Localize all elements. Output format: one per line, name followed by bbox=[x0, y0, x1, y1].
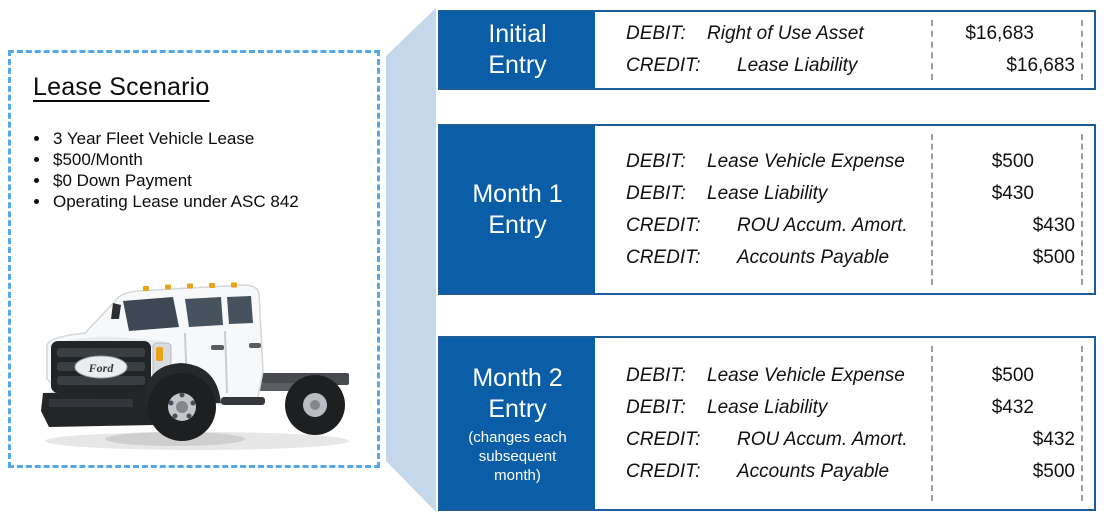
journal-account: ROU Accum. Amort. bbox=[737, 428, 908, 450]
debit-column-divider bbox=[931, 20, 933, 80]
truck-front-bumper bbox=[41, 391, 159, 427]
truck-side-mirror bbox=[111, 303, 121, 319]
credit-amount: $430 bbox=[1032, 214, 1075, 236]
initial-entry-box: Initial Entry DEBIT: Right of Use Asset … bbox=[438, 10, 1096, 90]
initial-entry-title-line2: Entry bbox=[488, 51, 547, 79]
truck-fender bbox=[143, 363, 221, 403]
credit-column-divider bbox=[1081, 20, 1083, 80]
backdrop-band-shape bbox=[386, 8, 436, 512]
journal-entry-type: CREDIT: bbox=[626, 214, 701, 236]
journal-entry-type: DEBIT: bbox=[626, 396, 686, 418]
scenario-title: Lease Scenario bbox=[33, 73, 210, 101]
journal-account: Accounts Payable bbox=[737, 460, 890, 482]
credit-amount: $432 bbox=[1032, 428, 1075, 450]
initial-entry-journal: DEBIT: Right of Use Asset $16,683 CREDIT… bbox=[595, 12, 1094, 88]
month1-entry-journal: DEBIT: Lease Vehicle Expense $500 DEBIT:… bbox=[595, 126, 1094, 293]
journal-row: DEBIT: Lease Vehicle Expense $500 bbox=[595, 146, 1094, 178]
journal-row: CREDIT: Accounts Payable $500 bbox=[595, 242, 1094, 274]
fleet-truck-image: Ford bbox=[25, 253, 365, 458]
truck-side-window-rear bbox=[227, 296, 253, 324]
debit-amount: $432 bbox=[991, 396, 1034, 418]
month2-entry-journal: DEBIT: Lease Vehicle Expense $500 DEBIT:… bbox=[595, 338, 1094, 509]
credit-column-divider bbox=[1081, 346, 1083, 501]
journal-account: Right of Use Asset bbox=[707, 23, 864, 44]
month1-entry-header: Month 1 Entry bbox=[440, 126, 595, 293]
journal-entry-type: CREDIT: bbox=[626, 428, 701, 450]
debit-amount: $500 bbox=[991, 150, 1034, 172]
journal-entry-type: CREDIT: bbox=[626, 246, 701, 268]
month2-entry-title-line2: Entry bbox=[488, 394, 547, 423]
journal-account: ROU Accum. Amort. bbox=[737, 214, 908, 236]
journal-entry-type: DEBIT: bbox=[626, 182, 686, 204]
journal-row: DEBIT: Lease Liability $432 bbox=[595, 392, 1094, 424]
journal-entry-type: DEBIT: bbox=[626, 23, 686, 44]
debit-column-divider bbox=[931, 346, 933, 501]
credit-amount: $16,683 bbox=[1006, 55, 1075, 76]
journal-account: Accounts Payable bbox=[737, 246, 890, 268]
journal-account: Lease Liability bbox=[737, 55, 858, 76]
truck-windshield bbox=[123, 297, 179, 331]
journal-account: Lease Vehicle Expense bbox=[707, 364, 905, 386]
journal-entry-type: DEBIT: bbox=[626, 150, 686, 172]
journal-row: DEBIT: Lease Liability $430 bbox=[595, 178, 1094, 210]
month1-entry-title-line2: Entry bbox=[488, 210, 547, 239]
credit-amount: $500 bbox=[1032, 246, 1075, 268]
month2-entry-title-line1: Month 2 bbox=[472, 363, 563, 392]
truck-door-handle bbox=[211, 345, 224, 350]
credit-column-divider bbox=[1081, 134, 1083, 285]
scenario-bullet-list: 3 Year Fleet Vehicle Lease $500/Month $0… bbox=[51, 128, 377, 212]
svg-text:Ford: Ford bbox=[88, 361, 115, 375]
journal-row: CREDIT: ROU Accum. Amort. $432 bbox=[595, 424, 1094, 456]
truck-door-handle-rear bbox=[249, 343, 261, 348]
month2-entry-header: Month 2 Entry (changes each subsequent m… bbox=[440, 338, 595, 509]
ford-oval-badge bbox=[74, 355, 128, 379]
scenario-bullet-down-payment: $0 Down Payment bbox=[51, 170, 377, 191]
journal-account: Lease Vehicle Expense bbox=[707, 150, 905, 172]
debit-amount: $16,683 bbox=[965, 23, 1034, 44]
truck-side-window-front bbox=[185, 297, 223, 327]
journal-entry-type: CREDIT: bbox=[626, 460, 701, 482]
month1-entry-title-line1: Month 1 bbox=[472, 179, 563, 208]
journal-entry-type: DEBIT: bbox=[626, 364, 686, 386]
journal-account: Lease Liability bbox=[707, 396, 828, 418]
month2-entry-subtitle: (changes each subsequent month) bbox=[468, 428, 567, 484]
debit-amount: $500 bbox=[991, 364, 1034, 386]
initial-entry-header: Initial Entry bbox=[440, 12, 595, 88]
journal-row: DEBIT: Lease Vehicle Expense $500 bbox=[595, 360, 1094, 392]
credit-amount: $500 bbox=[1032, 460, 1075, 482]
journal-row: DEBIT: Right of Use Asset $16,683 bbox=[595, 18, 1094, 50]
scenario-bullet-payment: $500/Month bbox=[51, 149, 377, 170]
initial-entry-title-line1: Initial bbox=[488, 20, 547, 48]
journal-row: CREDIT: ROU Accum. Amort. $430 bbox=[595, 210, 1094, 242]
journal-account: Lease Liability bbox=[707, 182, 828, 204]
month1-entry-box: Month 1 Entry DEBIT: Lease Vehicle Expen… bbox=[438, 124, 1096, 295]
month2-entry-box: Month 2 Entry (changes each subsequent m… bbox=[438, 336, 1096, 511]
truck-roof-marker-lights bbox=[143, 282, 237, 291]
debit-column-divider bbox=[931, 134, 933, 285]
journal-row: CREDIT: Lease Liability $16,683 bbox=[595, 50, 1094, 82]
journal-entry-type: CREDIT: bbox=[626, 55, 701, 76]
scenario-bullet-lease-term: 3 Year Fleet Vehicle Lease bbox=[51, 128, 377, 149]
scenario-panel: Lease Scenario 3 Year Fleet Vehicle Leas… bbox=[8, 50, 380, 468]
journal-row: CREDIT: Accounts Payable $500 bbox=[595, 456, 1094, 488]
debit-amount: $430 bbox=[991, 182, 1034, 204]
scenario-bullet-asc842: Operating Lease under ASC 842 bbox=[51, 191, 377, 212]
